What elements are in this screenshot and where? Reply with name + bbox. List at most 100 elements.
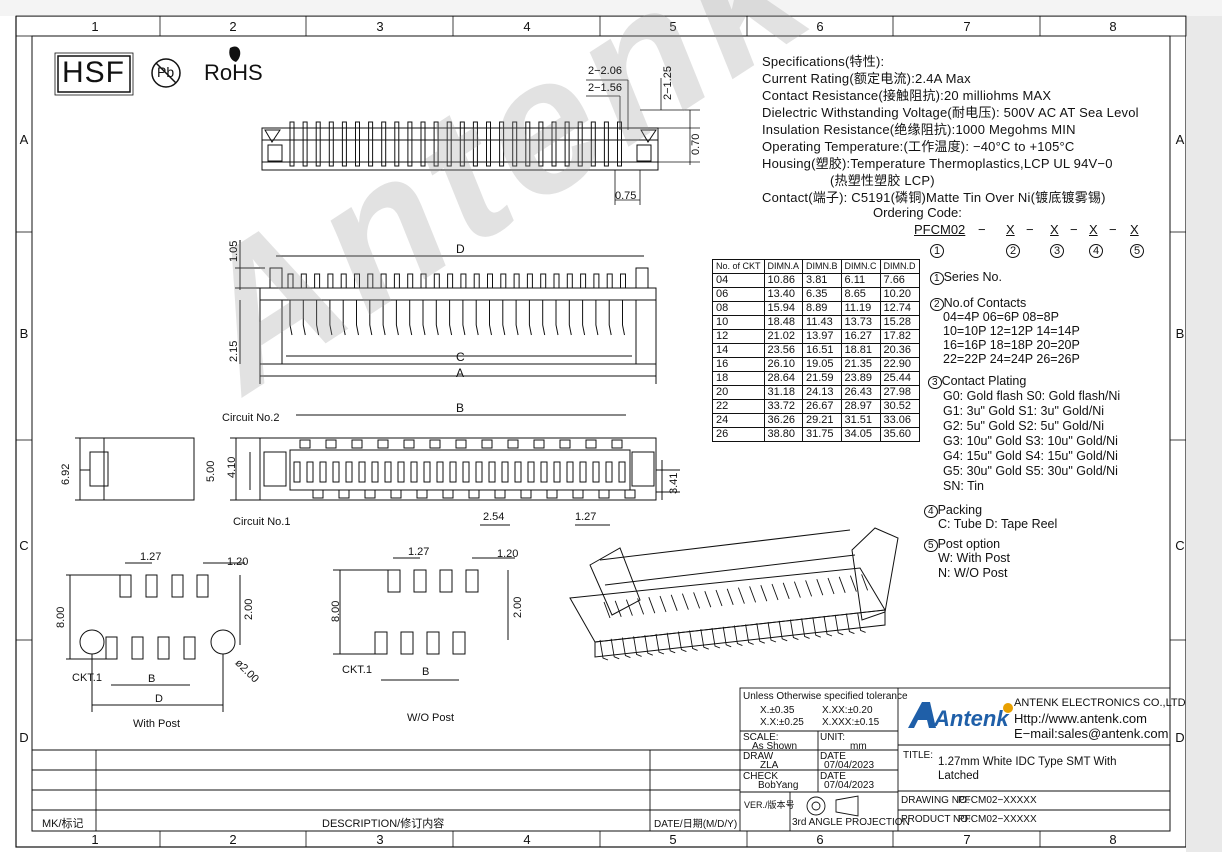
front-view-pin-leg: [395, 300, 399, 336]
post-option-line: W: With Post: [938, 551, 1011, 565]
front-view-pin-leg: [435, 300, 439, 336]
front-view-pin-top: [580, 273, 587, 289]
iso-view-pin: [644, 635, 653, 656]
table-cell: 12: [712, 329, 765, 344]
bottom-view-pin: [306, 461, 314, 483]
post-option-line: N: W/O Post: [938, 566, 1008, 580]
contacts-line: 04=4P 06=6P 08=8P: [943, 310, 1059, 324]
grid-row-c-right: C: [1175, 538, 1185, 553]
bottom-view-pad: [299, 439, 311, 449]
table-cell: 11.43: [802, 315, 842, 330]
draw-label: DRAW: [743, 751, 774, 762]
dim-2.54: 2.54: [483, 511, 505, 523]
bottom-view-pad: [546, 489, 558, 499]
table-cell: 18.81: [840, 343, 881, 358]
bottom-view-pad: [481, 439, 493, 449]
front-view-pin-top: [420, 273, 427, 289]
mk-label: MK/标记: [42, 818, 84, 830]
front-view-pin-top: [380, 273, 387, 289]
front-view-pin-top: [620, 273, 626, 289]
front-view-pin-leg: [356, 300, 359, 336]
bottom-view-pad: [351, 439, 363, 449]
grid-col-6-bottom: 6: [816, 832, 824, 847]
bottom-view-pin: [397, 461, 405, 483]
front-view-pin-leg: [289, 300, 293, 336]
iso-view-contact: [614, 600, 622, 617]
grid-col-8-bottom: 8: [1109, 832, 1117, 847]
table-cell: 26.43: [840, 385, 881, 400]
grid-col-1-top: 1: [91, 19, 99, 34]
dimension-table-header-cell: DIMN.C: [840, 259, 881, 274]
drawing-no: PFCM02−XXXXX: [958, 795, 1037, 806]
projection-label: 3rd ANGLE PROJECTION: [792, 817, 910, 828]
grid-col-3-top: 3: [376, 19, 384, 34]
grid-col-1-bottom: 1: [91, 832, 99, 847]
iso-view-pin: [722, 626, 732, 648]
top-view-pin: [420, 121, 426, 167]
table-cell: 13.40: [763, 287, 804, 302]
grid-row-a-right: A: [1175, 132, 1185, 147]
iso-view-pin: [689, 630, 698, 651]
iso-view-contact: [861, 574, 869, 591]
company-name: ANTENK ELECTRONICS CO.,LTD: [1014, 697, 1186, 709]
spec-line: Housing(塑胶):Temperature Thermoplastics,L…: [762, 156, 1113, 171]
iso-view-pin: [834, 614, 844, 636]
front-view-pin-leg: [608, 300, 612, 336]
dim-3.41: 3.41: [668, 472, 680, 494]
iso-view-contact: [816, 579, 824, 596]
bottom-view-pad: [611, 439, 623, 449]
table-cell: 31.75: [802, 427, 842, 442]
table-cell: 25.44: [879, 371, 920, 386]
iso-view-pin: [845, 613, 855, 635]
table-cell: 15.94: [763, 301, 804, 316]
iso-view-contact: [793, 581, 801, 598]
bottom-view-pin: [501, 461, 509, 483]
bottom-view-pin: [358, 461, 366, 483]
front-view-pin-top: [327, 273, 334, 289]
top-view-pin: [459, 121, 465, 167]
top-view-pin: [433, 121, 439, 167]
table-cell: 11.19: [840, 301, 881, 316]
grid-col-6-top: 6: [816, 19, 824, 34]
date-column-label: DATE/日期(M/D/Y): [654, 819, 738, 830]
ordering-code-title: Ordering Code:: [873, 205, 962, 220]
front-view-pin-top: [340, 273, 347, 289]
front-view-pin-leg: [302, 300, 306, 336]
ordering-code-prefix: PFCM02: [914, 222, 966, 237]
plating-line: SN: Tin: [943, 479, 984, 493]
fp-wo-post-2.00: 2.00: [512, 596, 524, 618]
table-cell: 20: [712, 385, 765, 400]
spec-line: (热塑性塑胶 LCP): [830, 173, 935, 188]
iso-view-contact: [625, 599, 633, 616]
iso-view-contact: [849, 575, 857, 592]
iso-view-contact: [838, 576, 846, 593]
check-date: 07/04/2023: [824, 780, 875, 791]
table-cell: 28.64: [763, 371, 804, 386]
iso-view-pin: [812, 617, 821, 638]
ordering-dash: −: [1109, 222, 1117, 237]
iso-view-contact: [637, 598, 645, 615]
bottom-view-pad: [520, 489, 532, 499]
table-cell: 10.86: [763, 273, 804, 288]
front-view-pin-top: [487, 273, 493, 289]
plating-line: G0: Gold flash S0: Gold flash/Ni: [943, 389, 1121, 403]
iso-view-contact: [771, 583, 779, 601]
spec-line: Current Rating(额定电流):2.4A Max: [762, 71, 971, 86]
iso-view-pin: [801, 618, 810, 639]
top-view-pin: [564, 121, 570, 167]
iso-view-pin: [767, 621, 777, 643]
front-view-pin-top: [354, 273, 360, 289]
bottom-view-pin: [319, 461, 327, 483]
grid-col-4-top: 4: [523, 19, 531, 34]
front-view-pin-top: [473, 273, 480, 289]
ordering-num-3: 3: [1050, 244, 1064, 258]
bottom-view-pad: [338, 489, 350, 499]
bottom-view-pad: [442, 489, 454, 499]
iso-view-contact: [681, 593, 689, 610]
